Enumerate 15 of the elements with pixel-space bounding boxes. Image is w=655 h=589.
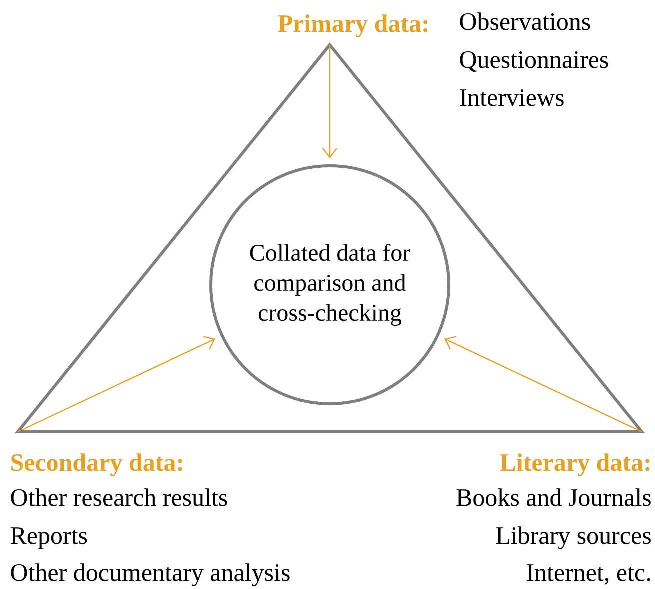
list-item: Internet, etc. bbox=[527, 564, 650, 585]
heading: Literary data: bbox=[500, 454, 650, 476]
arrow bbox=[322, 45, 338, 158]
list-item: Other documentary analysis bbox=[11, 564, 290, 586]
arrow bbox=[18, 336, 216, 433]
list-item: Questionnaires bbox=[460, 51, 608, 72]
heading: Secondary data: bbox=[12, 454, 182, 476]
list-item: Interviews bbox=[460, 89, 564, 106]
heading: Primary data: bbox=[278, 14, 428, 38]
arrow bbox=[444, 336, 642, 433]
list-item: Library sources bbox=[496, 526, 651, 550]
list-item: Reports bbox=[10, 528, 88, 550]
list-item: Other research results bbox=[11, 488, 228, 506]
list-item: Books and Journals bbox=[456, 488, 651, 506]
list-item: Observations bbox=[460, 12, 590, 30]
